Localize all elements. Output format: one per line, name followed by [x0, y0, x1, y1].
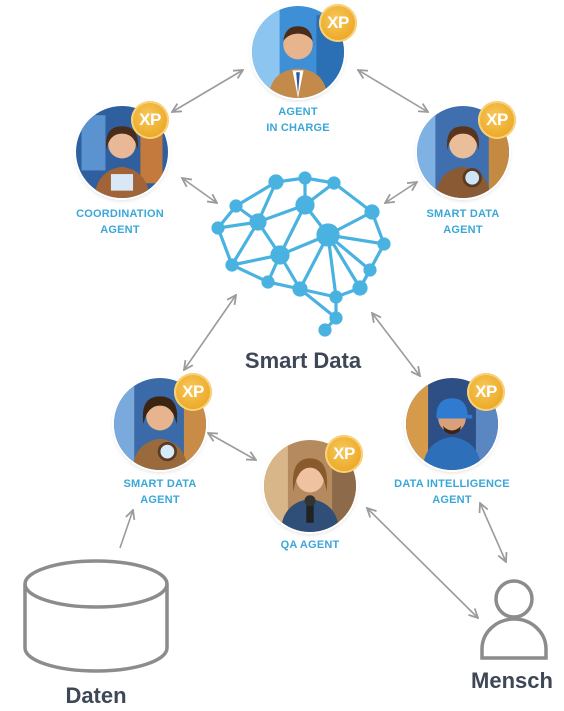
daten-label: Daten [65, 683, 127, 708]
xp-badge-icon: XP [131, 101, 169, 139]
link-coordination-to-brain [182, 178, 217, 203]
link-brain-to-data-intelligence [372, 313, 420, 376]
xp-badge-icon: XP [467, 373, 505, 411]
agent-label: COORDINATION AGENT [76, 208, 164, 236]
xp-badge-icon: XP [174, 373, 212, 411]
link-smart-data-bottom-to-qa [208, 433, 256, 460]
person-icon [480, 579, 548, 660]
agent-label: SMART DATA AGENT [426, 208, 500, 236]
link-data-intelligence-to-mensch [480, 503, 506, 562]
agent-label: DATA INTELLIGENCE AGENT [394, 478, 510, 506]
mensch-label: Mensch [471, 668, 553, 693]
link-in-charge-to-smart-data-agent [358, 70, 428, 112]
link-brain-to-smart-data-agent-bottom [184, 295, 236, 370]
agent-label: SMART DATA AGENT [123, 478, 197, 506]
brain-network-icon [211, 171, 391, 337]
link-daten-to-smart-data-agent [119, 510, 133, 549]
database-icon [23, 559, 169, 673]
xp-badge-icon: XP [319, 4, 357, 42]
xp-badge-icon: XP [325, 435, 363, 473]
smart-data-title: Smart Data [244, 348, 362, 373]
link-qa-to-mensch [367, 508, 478, 618]
xp-badge-icon: XP [478, 101, 516, 139]
agent-label: QA AGENT [280, 539, 340, 551]
link-coordination-to-in-charge [172, 70, 243, 112]
link-smart-data-agent-to-brain [385, 182, 417, 203]
agent-label: AGENT IN CHARGE [266, 106, 330, 134]
